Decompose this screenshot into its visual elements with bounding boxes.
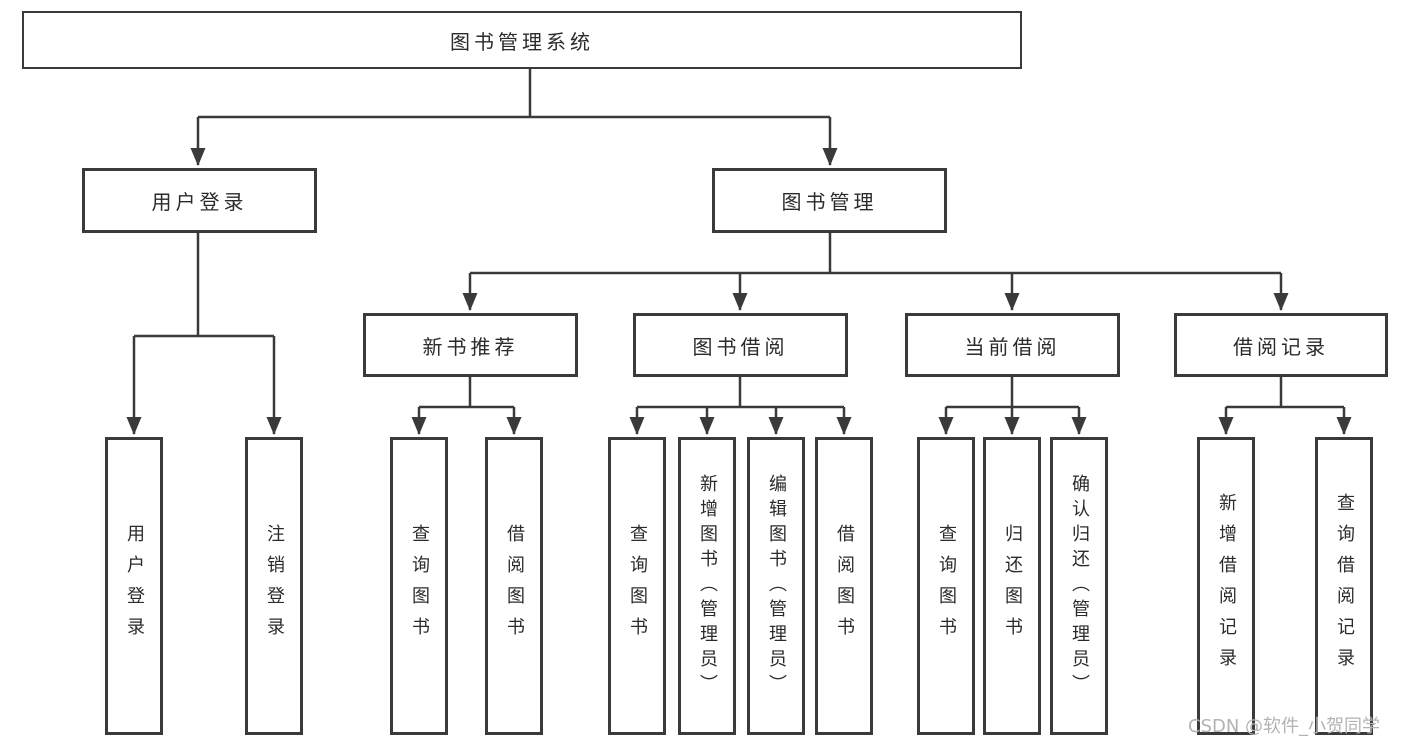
connector-current-trunk xyxy=(946,377,1079,409)
node-current-borrow: 当前借阅 xyxy=(905,313,1120,377)
leaf-borrow-query-books-label: 查询图书 xyxy=(627,524,648,648)
leaf-records-query-record-label: 查询借阅记录 xyxy=(1334,493,1355,679)
node-user-login-label: 用户登录 xyxy=(151,190,248,214)
leaf-current-confirm-return-admin: 确认归还（管理员） xyxy=(1050,437,1108,735)
node-book-management-label: 图书管理 xyxy=(781,190,878,214)
leaf-borrow-query-books: 查询图书 xyxy=(608,437,666,735)
leaf-newbook-borrow-books-label: 借阅图书 xyxy=(504,524,525,648)
node-book-management: 图书管理 xyxy=(712,168,947,233)
leaf-current-return-books: 归还图书 xyxy=(983,437,1041,735)
node-borrow-records-label: 借阅记录 xyxy=(1233,334,1329,359)
leaf-logout-label: 注销登录 xyxy=(264,524,285,648)
connector-records-trunk xyxy=(1226,377,1344,409)
connector-login-trunk xyxy=(134,233,274,338)
node-library-management-system: 图书管理系统 xyxy=(22,11,1022,69)
connector-borrow-trunk xyxy=(637,377,844,409)
leaf-borrow-edit-books-admin: 编辑图书（管理员） xyxy=(747,437,805,735)
node-book-borrow-label: 图书借阅 xyxy=(692,334,789,359)
leaf-current-query-books-label: 查询图书 xyxy=(936,524,957,648)
node-user-login: 用户登录 xyxy=(82,168,317,233)
node-new-book-recommend: 新书推荐 xyxy=(363,313,578,377)
connector-root-trunk xyxy=(198,69,830,119)
node-library-management-system-label: 图书管理系统 xyxy=(450,29,594,54)
leaf-borrow-add-books-admin: 新增图书（管理员） xyxy=(678,437,736,735)
node-borrow-records: 借阅记录 xyxy=(1174,313,1388,377)
leaf-newbook-borrow-books: 借阅图书 xyxy=(485,437,543,735)
leaf-current-confirm-return-admin-label: 确认归还（管理员） xyxy=(1069,473,1090,699)
leaf-newbook-query-books: 查询图书 xyxy=(390,437,448,735)
leaf-borrow-edit-books-admin-label: 编辑图书（管理员） xyxy=(766,473,787,699)
leaf-current-query-books: 查询图书 xyxy=(917,437,975,735)
node-new-book-recommend-label: 新书推荐 xyxy=(422,334,519,359)
leaf-borrow-add-books-admin-label: 新增图书（管理员） xyxy=(697,473,718,699)
leaf-borrow-borrow-books-label: 借阅图书 xyxy=(834,524,855,648)
connector-newbook-trunk xyxy=(419,377,514,409)
leaf-user-login: 用户登录 xyxy=(105,437,163,735)
leaf-user-login-label: 用户登录 xyxy=(124,524,145,648)
leaf-records-add-record: 新增借阅记录 xyxy=(1197,437,1255,735)
node-current-borrow-label: 当前借阅 xyxy=(964,334,1061,359)
connector-management-trunk xyxy=(470,233,1281,275)
leaf-records-add-record-label: 新增借阅记录 xyxy=(1216,493,1237,679)
leaf-newbook-query-books-label: 查询图书 xyxy=(409,524,430,648)
node-book-borrow: 图书借阅 xyxy=(633,313,848,377)
leaf-logout: 注销登录 xyxy=(245,437,303,735)
leaf-borrow-borrow-books: 借阅图书 xyxy=(815,437,873,735)
csdn-watermark: CSDN @软件_小贺同学 xyxy=(1188,716,1381,737)
leaf-current-return-books-label: 归还图书 xyxy=(1002,524,1023,648)
leaf-records-query-record: 查询借阅记录 xyxy=(1315,437,1373,735)
